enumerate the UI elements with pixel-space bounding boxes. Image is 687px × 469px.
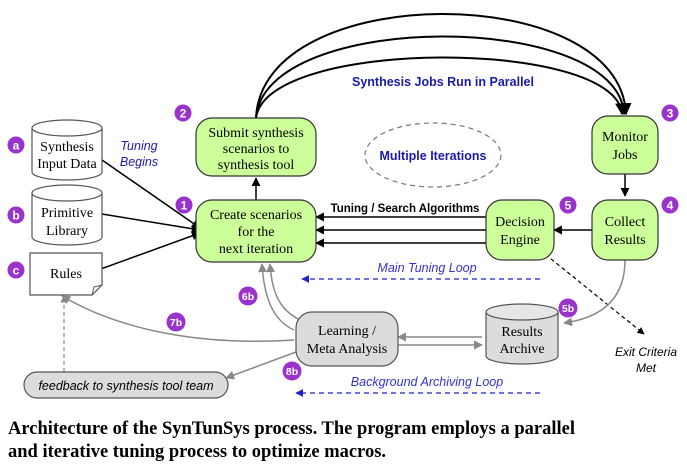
edges [60,13,645,397]
db-results-archive: Results Archive [485,303,559,365]
badge-archive-circle [558,298,578,318]
badge-rules: c [13,264,20,278]
badge-learning-to-rules-circle [166,312,186,332]
parallel-arc-inner [255,56,628,119]
box-create-line-2: for the [238,225,275,240]
box-create-line-1: Create scenarios [210,208,302,223]
arrow-collect-to-archive [563,259,626,327]
badge-decision: 5 [565,199,572,213]
arrow-input-to-create [101,159,201,229]
badge-rules-circle [7,261,25,279]
box-collect-line-2: Results [604,233,645,248]
feedback-note-label: feedback to synthesis tool team [38,379,213,393]
badges: 1 2 3 4 5 5b 6b 7b 8b a b c [7,104,679,381]
badge-synthesis-input-circle [7,136,25,154]
badge-collect: 4 [667,199,674,213]
box-collect: Collect Results [591,199,659,261]
box-monitor-line-2: Jobs [613,148,638,163]
tuning-search-label: Tuning / Search Algorithms [331,203,480,215]
exit-criteria-line-1: Exit Criteria [615,345,677,359]
badge-submit-circle [174,104,192,122]
figure-caption: Architecture of the SynTunSys process. T… [8,418,684,464]
rules-document: Rules [29,252,103,296]
db-primitive-library-line-1: Primitive [41,206,93,221]
badge-learning-to-create-circle [238,286,258,306]
db-primitive-library: Primitive Library [31,184,103,246]
box-submit-line-2: scenarios to [223,142,289,157]
badge-primitive-library-circle [7,206,25,224]
rules-label: Rules [50,267,82,282]
badge-learning-to-feedback-circle [282,361,302,381]
box-submit-line-3: synthesis tool [218,158,295,173]
parallel-arc-outer [255,13,632,119]
db-results-archive-line-1: Results [501,325,542,340]
db-primitive-library-line-2: Library [46,224,88,239]
box-decision-line-1: Decision [495,215,545,230]
caption-line-2: and iterative tuning process to optimize… [8,442,387,462]
badge-submit: 2 [180,107,187,121]
arrow-rules-to-create [97,231,201,271]
arrow-learning-to-feedback [225,351,297,380]
badge-create-circle [175,196,193,214]
tuning-begins-line-1: Tuning [120,139,157,153]
box-decision-line-2: Engine [500,233,540,248]
badge-learning-to-feedback: 8b [286,366,298,378]
badge-learning-to-create: 6b [242,291,254,303]
badge-collect-circle [661,196,679,214]
box-create: Create scenarios for the next iteration [195,199,317,263]
box-monitor-line-1: Monitor [602,130,648,145]
badge-primitive-library: b [12,209,19,223]
badge-monitor: 3 [667,107,674,121]
main-tuning-loop-label: Main Tuning Loop [377,261,476,275]
db-synthesis-input-line-2: Input Data [37,157,97,172]
box-learning-line-2: Meta Analysis [307,342,388,357]
caption-line-1: Architecture of the SynTunSys process. T… [8,419,576,439]
box-submit: Submit synthesis scenarios to synthesis … [195,117,317,177]
badge-monitor-circle [661,104,679,122]
box-collect-line-1: Collect [605,215,646,230]
arrow-learning-to-create-2 [266,263,301,321]
arrow-library-to-create [101,213,201,234]
arrow-decision-to-exit [539,249,645,335]
feedback-note: feedback to synthesis tool team [23,371,229,399]
parallel-arc-middle [255,35,630,119]
badge-archive: 5b [562,303,574,315]
badge-synthesis-input: a [13,139,20,153]
box-learning-line-1: Learning / [318,324,376,339]
box-monitor: Monitor Jobs [591,115,659,175]
box-submit-line-1: Submit synthesis [208,126,303,141]
db-results-archive-line-2: Archive [499,342,544,357]
box-create-line-3: next iteration [219,242,293,257]
db-synthesis-input-line-1: Synthesis [40,140,94,155]
arrow-learning-to-create [258,263,295,331]
tuning-begins-line-2: Begins [120,155,158,169]
multiple-iterations-ellipse [364,122,502,188]
archiving-loop-label: Background Archiving Loop [351,375,503,389]
box-decision: Decision Engine [485,199,555,261]
badge-learning-to-rules: 7b [170,317,182,329]
arrow-learning-to-rules [61,295,295,342]
badge-decision-circle [559,196,577,214]
box-learning: Learning / Meta Analysis [295,311,399,367]
parallel-jobs-label: Synthesis Jobs Run in Parallel [352,75,534,89]
exit-criteria-line-2: Met [636,361,657,375]
badge-create: 1 [181,199,188,213]
db-synthesis-input: Synthesis Input Data [31,119,103,181]
multiple-iterations-label: Multiple Iterations [380,149,487,163]
